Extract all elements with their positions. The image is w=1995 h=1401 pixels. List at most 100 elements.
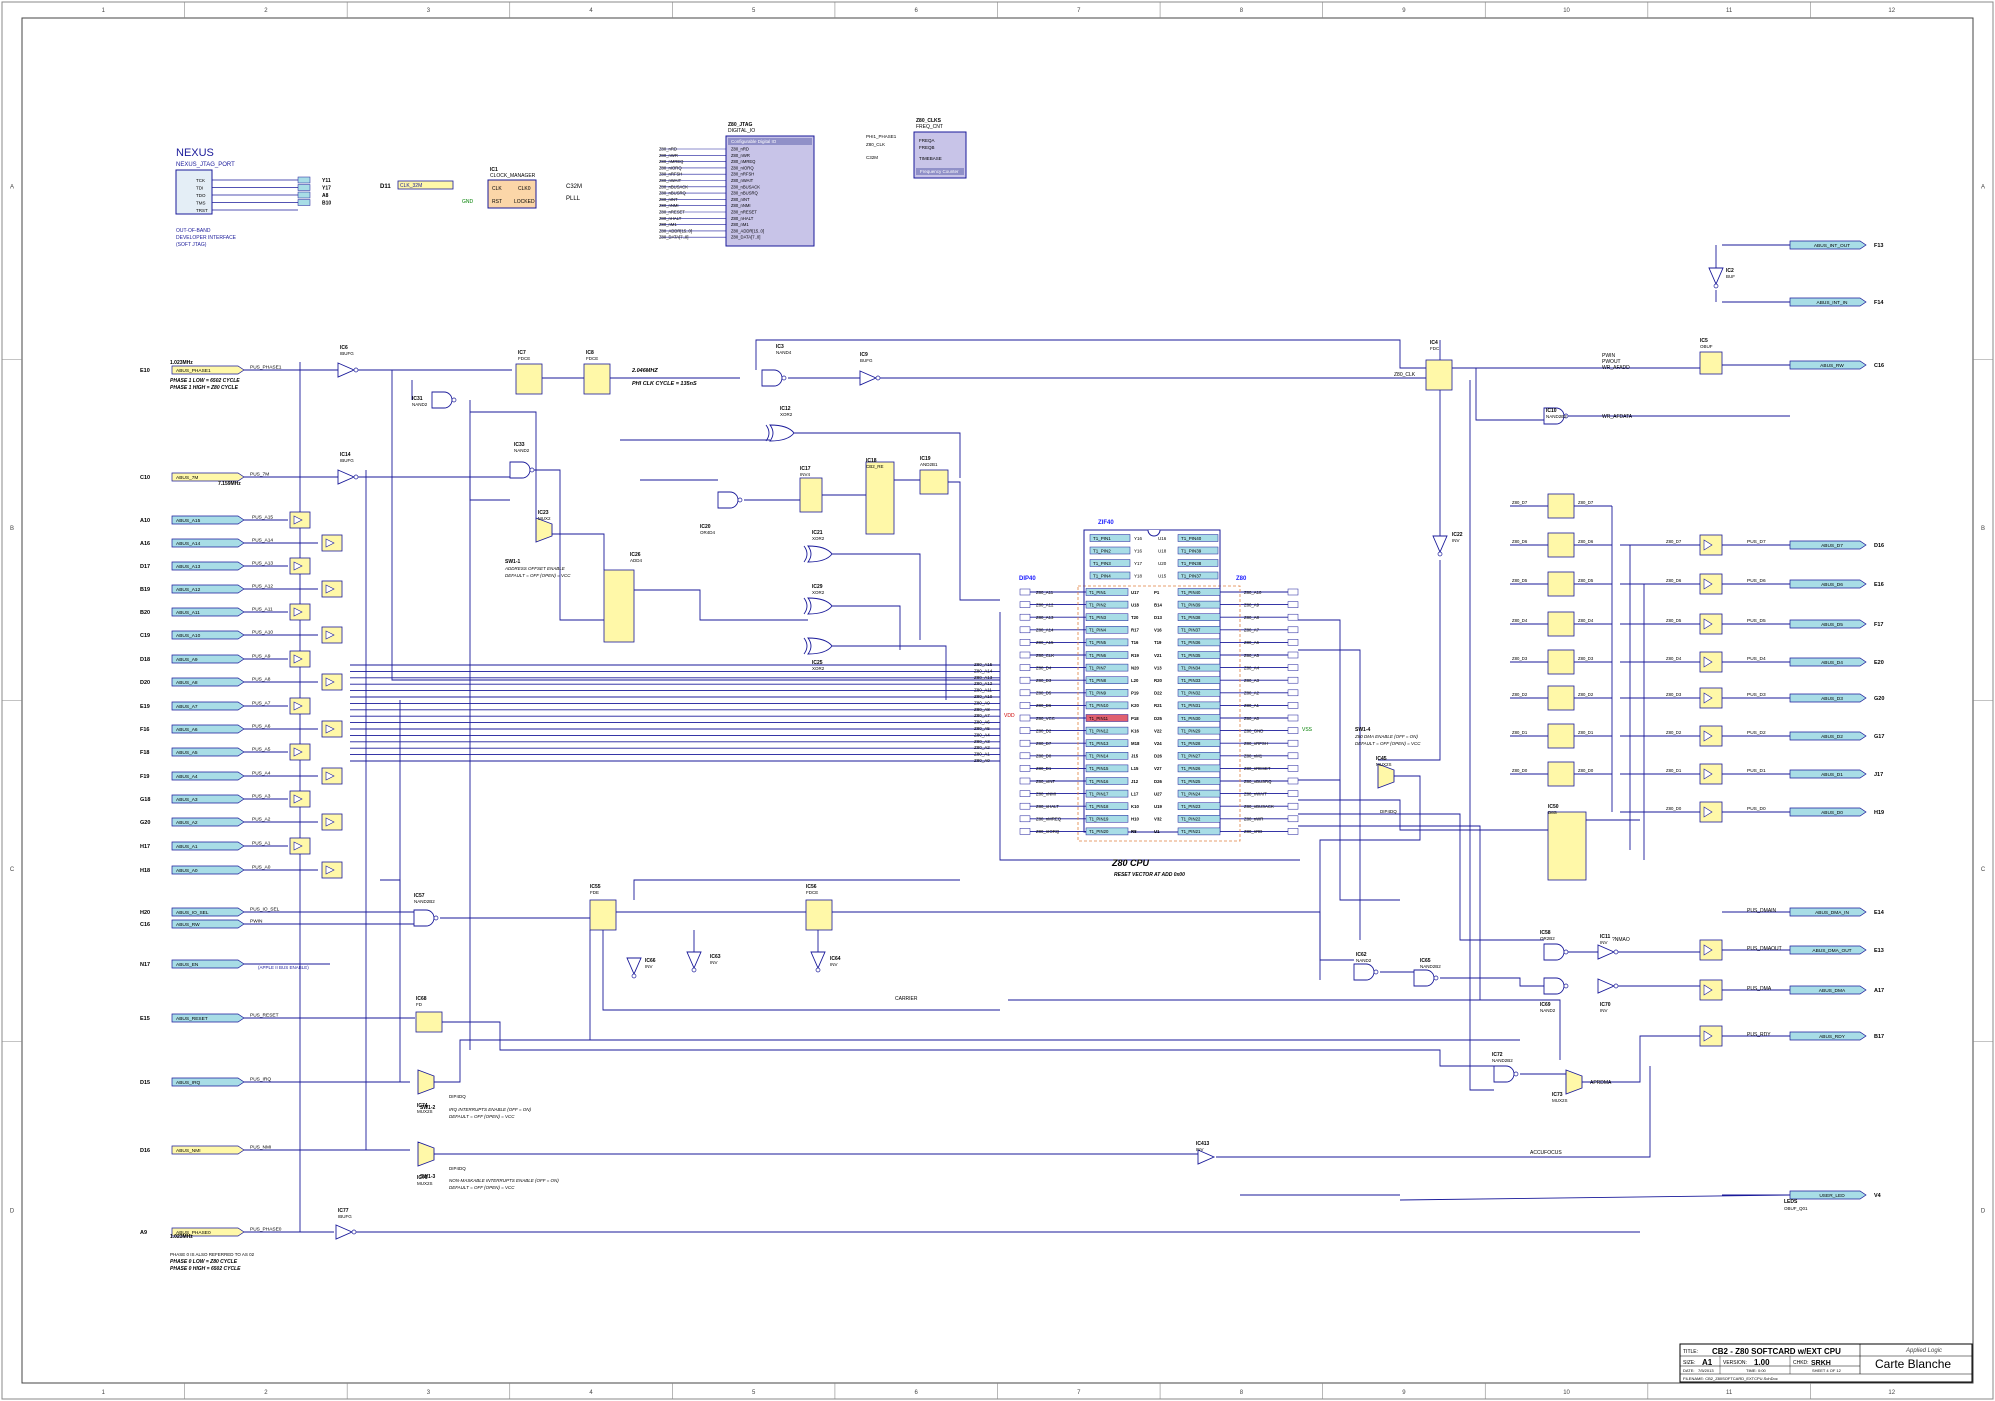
zif-right-net: Z80_nRFSH	[1244, 741, 1268, 746]
z80-clks-pin-a: FREQA	[919, 138, 935, 143]
clock-in-net: D11	[380, 184, 391, 190]
pus-net-label: PUS_IRQ	[250, 1077, 271, 1083]
clock-out-2: PLLL	[566, 196, 581, 202]
output-net: E16	[1874, 582, 1884, 588]
zif-left-net: Z80_A12	[1036, 602, 1054, 607]
zif-right-ext: T19	[1154, 640, 1162, 645]
wire	[391, 370, 1000, 681]
gate-type: BUF	[1726, 274, 1735, 279]
input-port-label: ABUS_A14	[176, 541, 201, 547]
nand-ic31	[431, 391, 453, 409]
addr-buffer-symbol	[293, 794, 303, 804]
data-latch-out-label: Z80_D4	[1578, 618, 1594, 623]
z80-bus-label: Z80_A3	[974, 739, 990, 744]
data-in-label: Z80_D3	[1512, 656, 1528, 661]
input-port-label: ABUS_A5	[176, 750, 198, 756]
zif-left-ext: T16	[1131, 640, 1139, 645]
input-net-d16: D16	[140, 1148, 150, 1154]
zif-left-ext: J15	[1131, 754, 1139, 759]
column-marker-bottom: 8	[1240, 1390, 1244, 1396]
pus-net-label: PUS_A7	[252, 701, 271, 707]
z80-jtag-net: Z80_nRD	[659, 147, 677, 152]
gate-type: CB2_RE	[866, 464, 884, 469]
zif-left-net: Z80_CLK	[1036, 653, 1054, 658]
zif-right-pin	[1177, 588, 1221, 596]
tb-filename: FILENAME: CB2_Z80SOFTCARD_EXTCPU.SchDoc	[1683, 1376, 1778, 1381]
row-marker-left: D	[10, 1208, 15, 1214]
output-port-flag	[1789, 579, 1867, 589]
bufg-ic9	[859, 370, 878, 386]
zif-right-ext-box	[1287, 626, 1299, 634]
output-port-label: ABUS_D1	[1821, 772, 1843, 778]
zif-right-ext-box	[1287, 613, 1299, 621]
output-port-flag	[1789, 297, 1867, 307]
data-bus-in-label: Z80_D7	[1666, 539, 1682, 544]
wire	[999, 612, 1300, 861]
data-latch	[1547, 649, 1575, 675]
zif-left-pin-label: T1_PIN13	[1089, 741, 1109, 746]
wire	[1298, 649, 1361, 940]
nexus-pin: TCK	[196, 178, 205, 183]
z80-jtag-pin: Z80_nRESET	[731, 210, 757, 215]
zif-top-pin-right	[1177, 571, 1219, 580]
zif-right-pin	[1177, 701, 1221, 710]
zif-right-ext: V27	[1154, 766, 1162, 771]
gate-ref: IC63	[710, 954, 721, 960]
pus-net-label: PUS_A3	[252, 794, 271, 800]
zif-left-pin-label: T1_PIN20	[1089, 829, 1109, 834]
wire	[1298, 825, 1481, 1000]
data-in-label: Z80_D0	[1512, 768, 1528, 773]
zif-left-ext: K20	[1131, 703, 1139, 708]
zif-left-pin-label: T1_PIN17	[1089, 791, 1109, 796]
zif-left-ext-box	[1019, 714, 1031, 722]
input-port-flag	[171, 515, 245, 525]
output-net: D16	[1874, 543, 1884, 549]
output-buffer-symbol	[1703, 984, 1713, 996]
z80-jtag-pin: Z80_nHALT	[731, 216, 754, 221]
z80-clks-in-3: C32M	[866, 155, 878, 160]
gate-ref: IC68	[416, 996, 427, 1002]
note-freq-1: 1.023MHz	[170, 360, 193, 366]
z80-jtag-pin: Z80_nBUSRQ	[731, 191, 759, 196]
zif-right-ext: V32	[1154, 817, 1162, 822]
wire	[1399, 1194, 1791, 1201]
zif-right-ext-box	[1287, 651, 1299, 659]
gate-type: INV4	[800, 472, 811, 477]
data-pus-label: PUS_D6	[1747, 578, 1766, 584]
sw4-desc: Z80 DMA ENABLE (OFF = ON)	[1354, 734, 1418, 739]
z80-jtag-block: Z80_JTAG DIGITAL_IO Configurable Digital…	[659, 122, 815, 247]
zif-left-ext: T20	[1131, 615, 1139, 620]
z80-bus-label: Z80_A1	[974, 752, 990, 757]
zif-left-net: Z80_D1	[1036, 766, 1052, 771]
data-latch	[1547, 685, 1575, 711]
input-port-flag	[171, 654, 245, 664]
zif-left-pin	[1085, 676, 1129, 684]
note-phase1-a: PHASE 1 LOW = 6502 CYCLE	[170, 378, 240, 384]
output-port-label: ABUS_D6	[1821, 582, 1843, 588]
sw1-default: DEFAULT = OFF (OPEN) = VCC	[505, 573, 571, 578]
output-port-flag	[1789, 769, 1867, 779]
z80-jtag-net: Z80_nNMI	[659, 203, 679, 208]
gate-ref: IC65	[1420, 958, 1431, 964]
zif-right-pin-label: T1_PIN22	[1181, 817, 1201, 822]
z80-jtag-pin: Z80_nBUSACK	[731, 184, 760, 189]
input-port-flag	[171, 1227, 245, 1237]
zif-left-ext-box	[1019, 790, 1031, 797]
input-net-b20: B20	[140, 610, 150, 616]
gate-ref: IC66	[645, 958, 656, 964]
zif-right-net: Z80_A6	[1244, 640, 1260, 645]
xor-ic29-arc	[803, 597, 808, 615]
zif-right-pin	[1177, 827, 1221, 836]
zif-right-pin-label: T1_PIN38	[1181, 615, 1201, 620]
zif-top-pin-left	[1089, 534, 1131, 542]
wire	[832, 645, 947, 700]
column-marker-top: 6	[915, 8, 919, 14]
input-port-label: ABUS_A11	[176, 610, 200, 616]
zif-left-pin-label: T1_PIN16	[1089, 779, 1109, 784]
zif-right-pin-label: T1_PIN35	[1181, 653, 1201, 658]
output-net: B17	[1874, 1034, 1884, 1040]
gate-type: INV	[1196, 1147, 1204, 1152]
inv-ic66	[626, 957, 642, 976]
data-in-label: Z80_D6	[1512, 539, 1528, 544]
